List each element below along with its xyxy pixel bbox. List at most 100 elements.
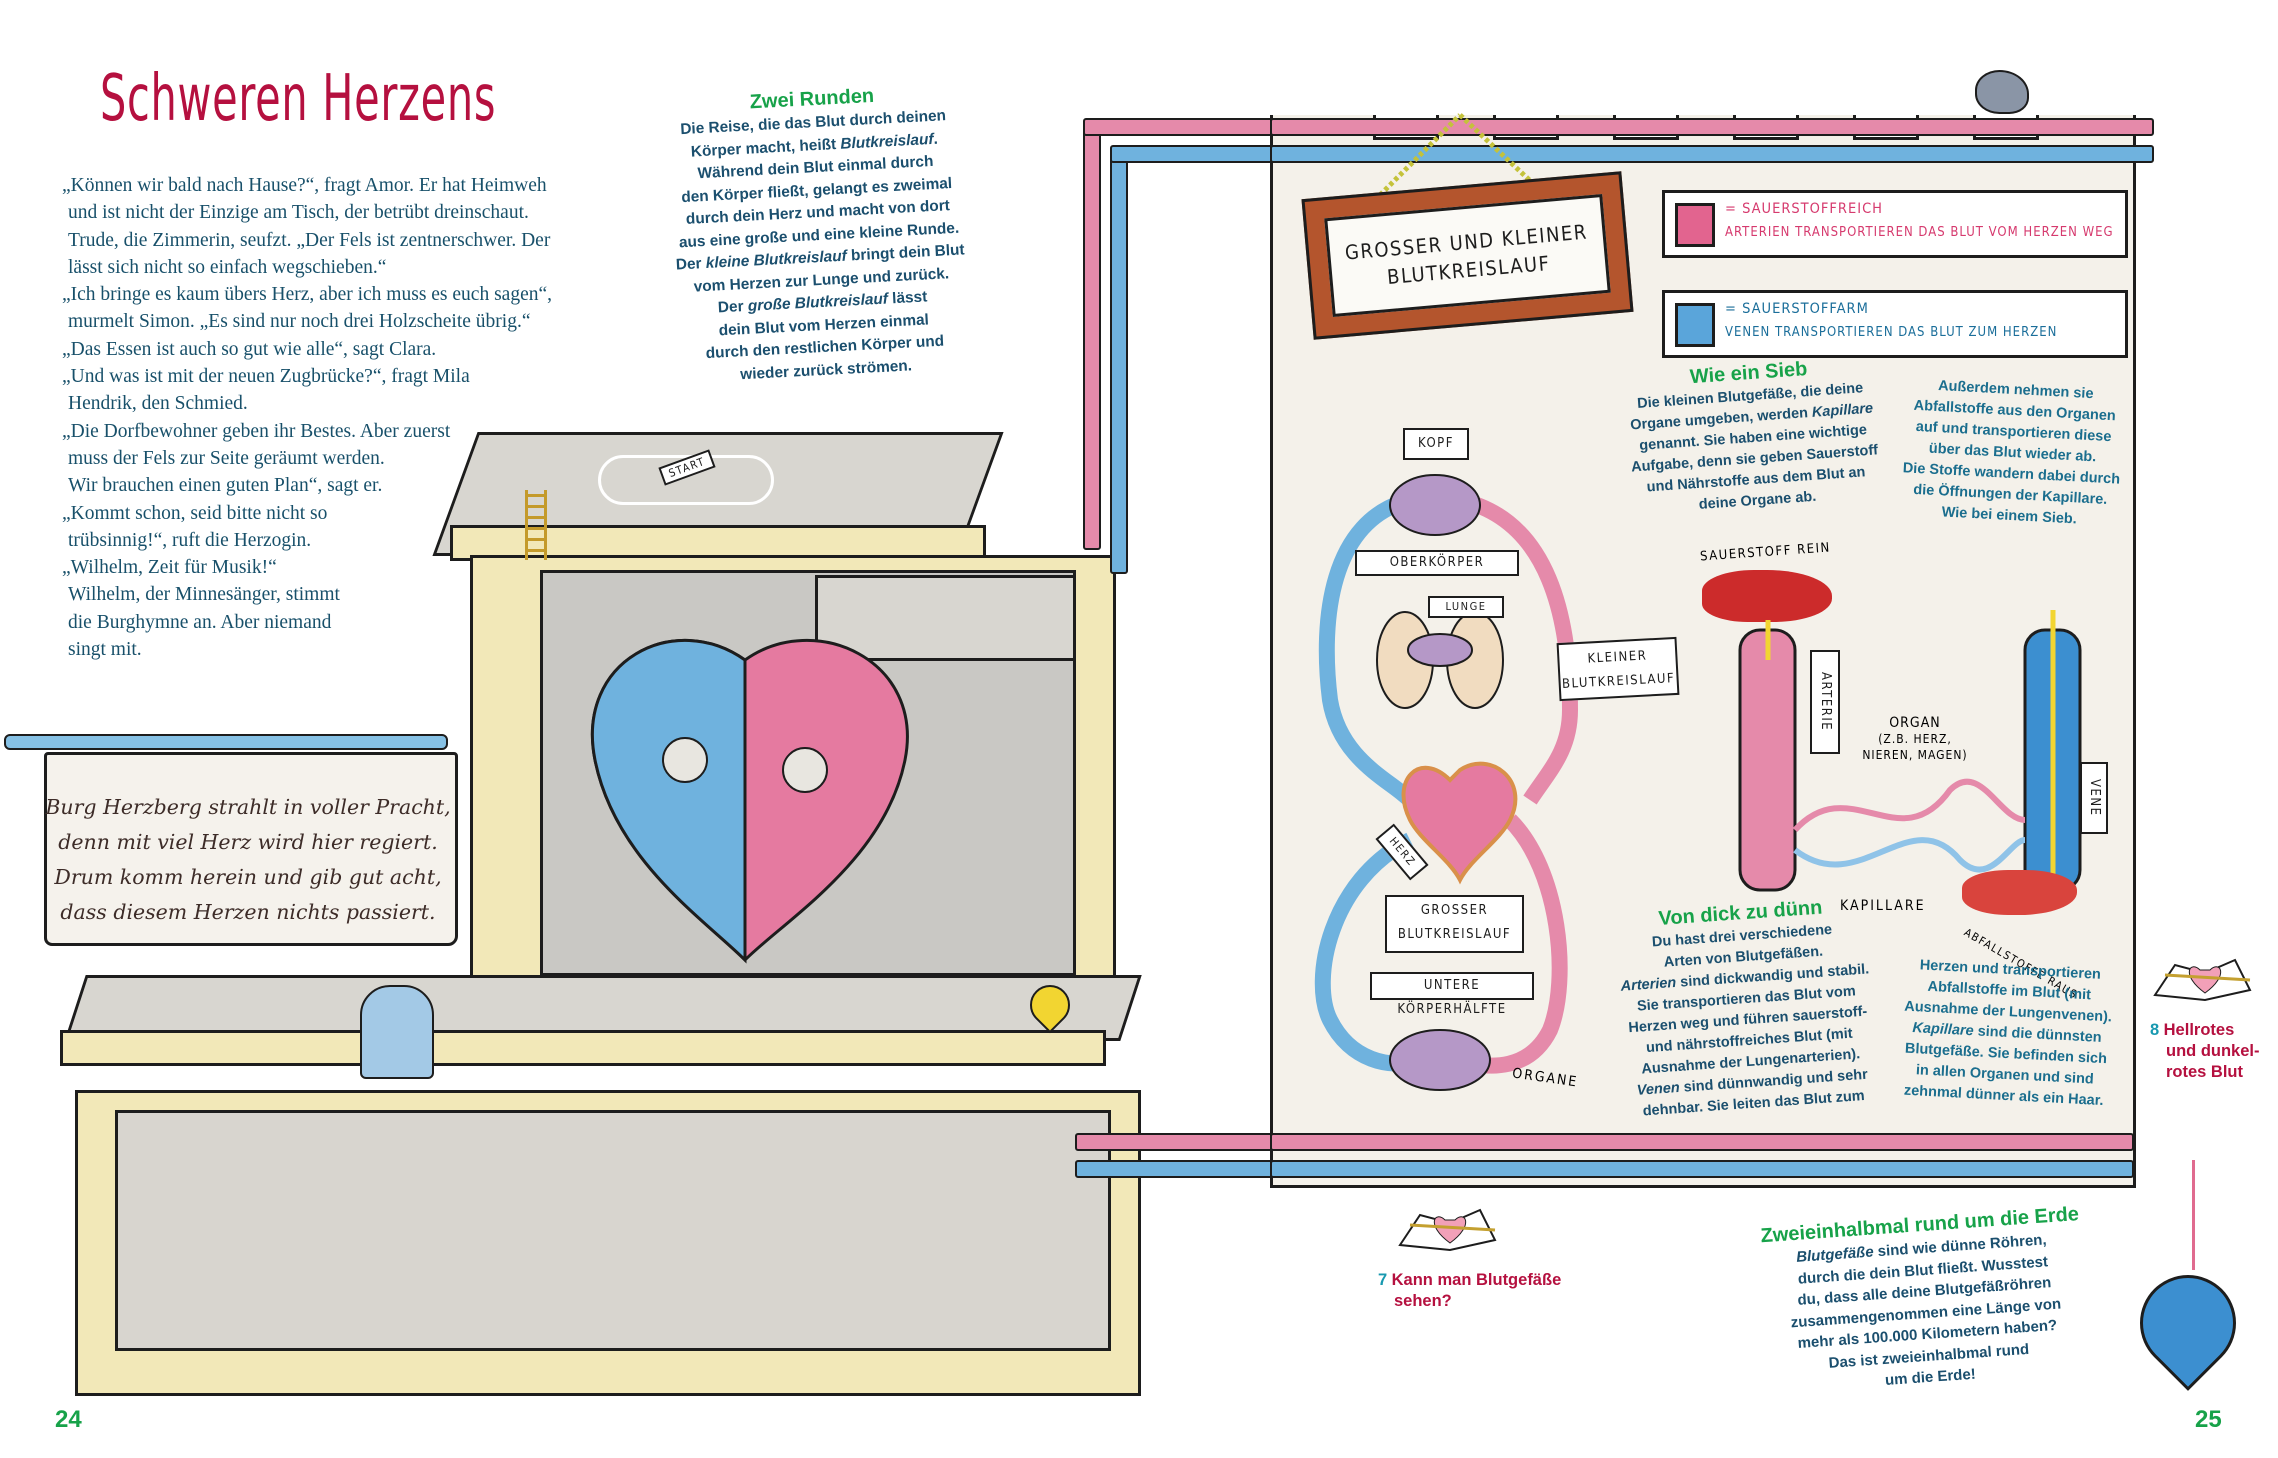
page-number-right: 25: [2195, 1406, 2222, 1433]
text-line: denn mit viel Herz wird hier regiert.: [58, 830, 438, 854]
story-line: und ist nicht der Einzige am Tisch, der …: [68, 202, 529, 224]
text-line: Drum komm herein und gib gut acht,: [54, 865, 442, 889]
heart-valve-icon: [662, 737, 708, 783]
minstrel-figure: [360, 985, 434, 1079]
ref-number: 7: [1378, 1271, 1388, 1289]
story-text: „Können wir bald nach Hause?“, fragt Amo…: [62, 172, 582, 663]
banner-rod: [4, 734, 448, 750]
legend-label: = SAUERSTOFFREICH: [1725, 201, 1883, 217]
ladder-icon: [525, 490, 547, 560]
lung-capillaries: [1407, 633, 1473, 667]
story-line: „Können wir bald nach Hause?“, fragt Amo…: [62, 175, 547, 196]
artery-pipe: [1083, 126, 1101, 550]
von-dick-zu-duenn-box: Von dick zu dünn Du hast drei verschiede…: [1605, 891, 1889, 1124]
vein-pipe: [1270, 145, 2154, 163]
legend-oxygen-poor: = SAUERSTOFFARM VENEN TRANSPORTIEREN DAS…: [1662, 290, 2128, 358]
label-oberkoerper: OBERKÖRPER: [1355, 550, 1519, 576]
hanging-string: [2192, 1160, 2195, 1270]
ref-title[interactable]: Kann man Blutgefäße: [1391, 1271, 1562, 1289]
label-vene: VENE: [2080, 762, 2108, 834]
ref-8[interactable]: 8 Hellrotes und dunkel- rotes Blut: [2150, 1020, 2260, 1083]
artery-loop-lower: [1457, 814, 1568, 1074]
legend-description: VENEN TRANSPORTIEREN DAS BLUT ZUM HERZEN: [1725, 325, 2058, 340]
vein-loop-lower: [1314, 832, 1423, 1072]
story-line: „Die Dorfbewohner geben ihr Bestes. Aber…: [62, 420, 451, 442]
page-number-left: 24: [55, 1406, 82, 1433]
label-untere-koerperhaelfte: UNTERE KÖRPERHÄLFTE: [1370, 972, 1534, 1017]
label-kleiner-blutkreislauf: KLEINER BLUTKREISLAUF: [1556, 636, 1680, 702]
label-line: NIEREN, MAGEN): [1862, 748, 1968, 762]
ref-title[interactable]: und dunkel-: [2166, 1042, 2260, 1060]
label-kapillare: KAPILLARE: [1840, 898, 1926, 914]
zweieinhalbmal-text: Blutgefäße sind wie dünne Röhren,durch d…: [1761, 1227, 2091, 1399]
label-kopf: KOPF: [1403, 428, 1469, 460]
ref-7[interactable]: 7 Kann man Blutgefäße sehen?: [1378, 1270, 1561, 1312]
vein-pipe: [1110, 150, 1128, 574]
legend-swatch-pink: [1675, 203, 1715, 247]
label-line: GROSSER: [1420, 903, 1489, 918]
ref-title[interactable]: sehen?: [1394, 1292, 1452, 1310]
legend-oxygen-rich: = SAUERSTOFFREICH ARTERIEN TRANSPORTIERE…: [1662, 190, 2128, 258]
waste-blob: [1962, 870, 2077, 915]
vein-pipe: [1270, 1160, 2134, 1178]
legend-label: = SAUERSTOFFARM: [1725, 301, 1869, 317]
artery-pipe: [1083, 118, 1277, 136]
artery-pipe: [1075, 1133, 1279, 1151]
story-line: singt mit.: [68, 639, 142, 661]
vein-pipe: [1110, 145, 1277, 163]
oxygen-blob: [1702, 570, 1832, 622]
story-line: „Wilhelm, Zeit für Musik!“: [62, 557, 277, 579]
story-line: Hendrik, den Schmied.: [68, 393, 248, 415]
text-line: dass diesem Herzen nichts passiert.: [60, 900, 436, 924]
story-line: Trude, die Zimmerin, seufzt. „Der Fels i…: [68, 229, 551, 251]
zweieinhalbmal-box: Zweieinhalbmal rund um die Erde Blutgefä…: [1759, 1201, 2091, 1399]
artery-vessel: [1738, 628, 1797, 892]
capillary-network: [1792, 778, 2026, 833]
ref-title[interactable]: rotes Blut: [2166, 1063, 2244, 1081]
head-capillaries: [1389, 474, 1481, 536]
vein-loop-upper: [1318, 492, 1416, 806]
label-grosser-blutkreislauf: GROSSER BLUTKREISLAUF: [1385, 895, 1524, 953]
pigeon-icon: [1975, 70, 2029, 114]
heart-valve-icon: [782, 747, 828, 793]
label-lunge: LUNGE: [1428, 596, 1504, 618]
annex-roof: [815, 575, 1076, 661]
label-line: ORGAN: [1889, 715, 1941, 731]
verse-text: Burg Herzberg strahlt in voller Pracht, d…: [44, 790, 452, 930]
legend-swatch-blue: [1675, 303, 1715, 347]
vessel-diagram: [1738, 610, 2082, 892]
heart-machine: [591, 638, 909, 964]
verse-banner: [44, 752, 458, 946]
label-line: BLUTKREISLAUF: [1397, 927, 1512, 942]
story-line: muss der Fels zur Seite geräumt werden.: [68, 447, 385, 469]
heart-left-half: [591, 638, 747, 964]
legend-description: ARTERIEN TRANSPORTIEREN DAS BLUT VOM HER…: [1725, 225, 2114, 240]
middle-floor-edge: [60, 1030, 1106, 1066]
book-arrow-icon: [2153, 958, 2252, 1002]
page-title: Schweren Herzens: [100, 62, 497, 136]
story-line: „Kommt schon, seid bitte nicht so: [62, 502, 328, 524]
story-line: „Und was ist mit der neuen Zugbrücke?“, …: [62, 366, 470, 388]
text-line: Burg Herzberg strahlt in voller Pracht,: [45, 795, 451, 819]
vein-pipe: [1075, 1160, 1279, 1178]
story-line: trübsinnig!“, ruft die Herzogin.: [68, 529, 312, 551]
wie-ein-sieb-box: Wie ein Sieb Die kleinen Blutgefäße, die…: [1613, 351, 1893, 521]
ref-title[interactable]: Hellrotes: [2163, 1021, 2235, 1039]
heart-icon: [1401, 761, 1518, 885]
label-organ: ORGAN (Z.B. HERZ, NIEREN, MAGEN): [1850, 715, 1980, 763]
earth-heart-icon: [2120, 1255, 2256, 1391]
artery-pipe: [1270, 1133, 2134, 1151]
story-line: Wilhelm, der Minnesänger, stimmt: [68, 584, 340, 606]
label-line: BLUTKREISLAUF: [1561, 671, 1676, 692]
story-line: „Ich bringe es kaum übers Herz, aber ich…: [62, 284, 553, 306]
book-arrow-icon: [1398, 1208, 1497, 1252]
story-line: „Das Essen ist auch so gut wie alle“, sa…: [62, 338, 437, 360]
ref-number: 8: [2150, 1021, 2160, 1039]
